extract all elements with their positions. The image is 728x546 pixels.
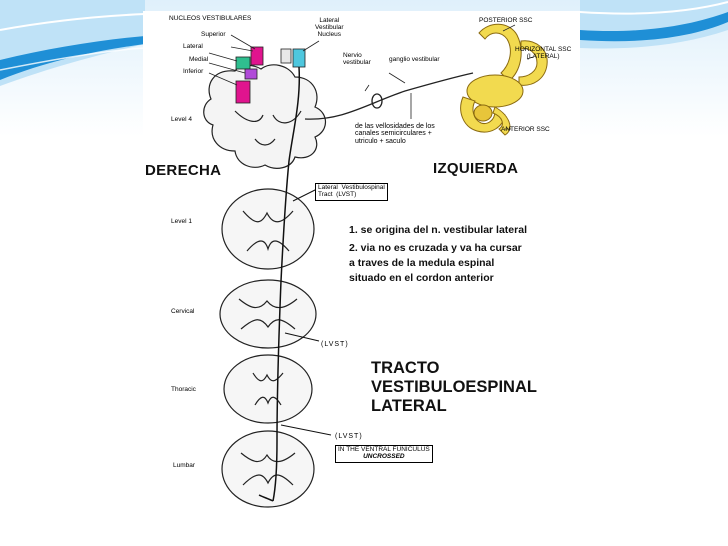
brainstem-section bbox=[203, 64, 327, 169]
inner-ear-labyrinth bbox=[460, 23, 548, 136]
nucleus-label-lateral: Lateral bbox=[183, 43, 203, 50]
lateral-vestibular-nucleus-label: Lateral Vestibular Nucleus bbox=[315, 17, 344, 38]
lateral-vestibular-nucleus bbox=[292, 48, 306, 68]
afferent-source-note: de las vellosidades de los canales semic… bbox=[355, 123, 435, 145]
level-label-thoracic: Thoracic bbox=[171, 386, 196, 393]
vestibular-nuclei bbox=[235, 46, 306, 104]
posterior-ssc-label: POSTERIOR SSC bbox=[479, 17, 533, 24]
nucleus-label-inferior: Inferior bbox=[183, 68, 204, 75]
top-left-swoosh bbox=[0, 0, 146, 86]
medial-nucleus bbox=[244, 68, 258, 80]
spinal-cord-lumbar bbox=[221, 430, 315, 508]
vestibular-ganglion-label: ganglio vestibular bbox=[389, 56, 440, 63]
inferior-nucleus bbox=[235, 80, 251, 104]
superior-nucleus bbox=[250, 46, 264, 66]
level-label-level-1: Level 1 bbox=[171, 218, 192, 225]
lateral-nucleus bbox=[235, 56, 251, 70]
ear-label-lines bbox=[502, 24, 534, 130]
lvst-pathway bbox=[258, 66, 301, 502]
spinal-cord-cervical bbox=[219, 279, 317, 349]
level-label-cervical: Cervical bbox=[171, 308, 195, 315]
vestibulospinal-diagram: NUCLEOS VESTIBULARES Superior Lateral Me… bbox=[143, 11, 580, 530]
side-label-right: DERECHA bbox=[145, 162, 222, 179]
vestibular-nerve-label: Nervio vestibular bbox=[343, 52, 371, 66]
level-label-level-4: Level 4 bbox=[171, 116, 192, 123]
vestibular-ganglion-cell bbox=[371, 93, 383, 109]
uncrossed-label: UNCROSSED bbox=[363, 452, 405, 460]
nucleus-label-medial: Medial bbox=[189, 56, 209, 63]
nuclei-title: NUCLEOS VESTIBULARES bbox=[169, 15, 252, 22]
funiculus-box: IN THE VENTRAL FUNICULUS UNCROSSED bbox=[335, 445, 433, 463]
spinal-cord-thoracic bbox=[223, 354, 313, 424]
diagram-drawing bbox=[203, 23, 548, 508]
anterior-ssc-label: ANTERIOR SSC bbox=[501, 126, 550, 133]
side-label-left: IZQUIERDA bbox=[433, 160, 519, 177]
lvst-arrows bbox=[280, 188, 332, 436]
vestibular-nerve bbox=[304, 72, 474, 120]
lvst-short-label-2: (LVST) bbox=[335, 433, 363, 440]
ear-pointer-lines bbox=[364, 72, 412, 119]
lvst-tract-label: Lateral Vestibulospinal Tract (LVST) bbox=[315, 183, 388, 201]
note-origin: 1. se origina del n. vestibular lateral bbox=[349, 224, 527, 236]
horizontal-ssc-label: HORIZONTAL SSC (LATERAL) bbox=[515, 46, 572, 60]
spinal-cord-level-1 bbox=[221, 188, 315, 270]
lvst-short-label-1: (LVST) bbox=[321, 341, 349, 348]
tract-title: TRACTO VESTIBULOESPINAL LATERAL bbox=[371, 359, 537, 415]
nuclei-pointer-lines bbox=[208, 34, 320, 86]
nucleus-label-superior: Superior bbox=[201, 31, 226, 38]
top-right-swoosh bbox=[579, 0, 728, 49]
note-course: 2. via no es cruzada y va ha cursar a tr… bbox=[349, 242, 522, 285]
funiculus-label: IN THE VENTRAL FUNICULUS bbox=[338, 446, 430, 453]
level-label-lumbar: Lumbar bbox=[173, 462, 196, 469]
